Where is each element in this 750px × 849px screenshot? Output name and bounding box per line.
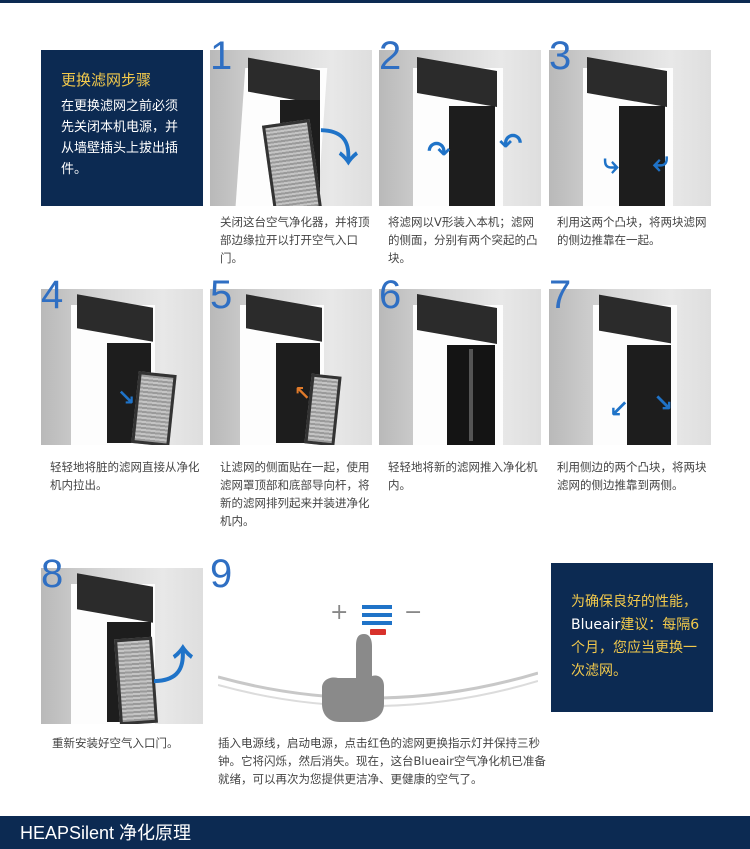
step-caption: 让滤网的侧面贴在一起，使用滤网罩顶部和底部导向杆，将新的滤网排列起来并装进净化机…	[220, 460, 370, 528]
step-caption: 关闭这台空气净化器，并将顶部边缘拉开以打开空气入口门。	[220, 215, 370, 265]
step-number: 7	[549, 273, 572, 317]
brand-name: Blueair	[571, 617, 621, 633]
step-number: 3	[549, 34, 572, 78]
arrow-icon: ↷	[427, 135, 451, 168]
step-9-illustration: + −	[210, 568, 544, 724]
footer-bar: HEAPSilent 净化原理	[0, 816, 750, 849]
step-number: 5	[210, 273, 233, 317]
arrow-icon: ⤶	[653, 145, 669, 178]
step-photo: ↷ ↶	[379, 50, 541, 206]
intro-title: 更换滤网步骤	[61, 71, 152, 89]
step-caption: 轻轻地将新的滤网推入净化机内。	[388, 460, 538, 492]
filter-indicator-light	[370, 629, 386, 635]
step-caption: 将滤网以V形装入本机；滤网的侧面，分别有两个突起的凸块。	[388, 215, 538, 265]
intro-box: 更换滤网步骤 在更换滤网之前必须先关闭本机电源，并从墙壁插头上拔出插件。	[41, 50, 203, 206]
step-number: 2	[379, 34, 402, 78]
menu-icon	[362, 605, 392, 625]
top-rule	[0, 0, 750, 3]
arrow-icon: ⤴	[153, 643, 193, 689]
step-photo: ⤷ ⤶	[549, 50, 711, 206]
step-number: 8	[41, 552, 64, 596]
step-number: 1	[210, 34, 233, 78]
footer-title: HEAPSilent 净化原理	[20, 823, 192, 843]
step-caption: 轻轻地将脏的滤网直接从净化机内拉出。	[50, 460, 200, 492]
plus-icon: +	[330, 600, 349, 625]
step-caption: 重新安装好空气入口门。	[52, 736, 179, 750]
advice-box: 为确保良好的性能， Blueair建议：每隔6个月，您应当更换一次滤网。	[551, 563, 713, 712]
step-caption: 插入电源线，启动电源，点击红色的滤网更换指示灯并保持三秒钟。它将闪烁，然后消失。…	[218, 736, 546, 786]
step-caption: 利用侧边的两个凸块，将两块滤网的侧边推靠到两侧。	[557, 460, 707, 492]
step-photo: ⤴	[41, 568, 203, 724]
arrow-icon: ↘	[117, 386, 136, 411]
intro-text: 在更换滤网之前必须先关闭本机电源，并从墙壁插头上拔出插件。	[61, 99, 179, 177]
step-photo: ↖	[210, 289, 372, 445]
step-photo: ↙ ↘	[549, 289, 711, 445]
arrow-icon: ↖	[294, 381, 311, 405]
minus-icon: −	[404, 600, 423, 625]
arrow-icon: ⤵	[320, 126, 359, 170]
advice-text: 为确保良好的性能， Blueair建议：每隔6个月，您应当更换一次滤网。	[571, 591, 701, 683]
arrow-icon: ↘	[653, 389, 674, 417]
step-photo: ↘	[41, 289, 203, 445]
step-photo	[379, 289, 541, 445]
step-photo: ⤵	[210, 50, 372, 206]
arrow-icon: ↙	[609, 395, 630, 423]
arrow-icon: ⤷	[603, 147, 619, 180]
step-number: 4	[41, 273, 64, 317]
hand-icon	[322, 634, 384, 722]
step-number: 6	[379, 273, 402, 317]
step-caption: 利用这两个凸块，将两块滤网的侧边推靠在一起。	[557, 215, 707, 247]
advice-line-2: 建议：每隔6个月，您应当更换一次滤网。	[571, 617, 700, 679]
step-number: 9	[210, 552, 233, 596]
arrow-icon: ↶	[499, 127, 523, 160]
advice-line-1: 为确保良好的性能，	[571, 594, 697, 610]
